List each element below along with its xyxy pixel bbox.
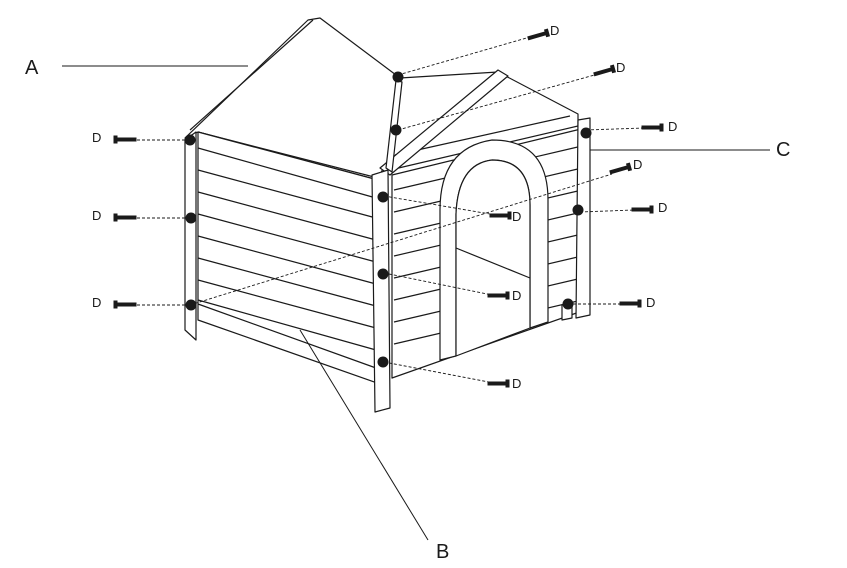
screw-hole [580,127,592,139]
screw-icon [113,300,137,309]
screw-label: D [646,295,656,310]
screw-label: D [92,208,102,223]
callout-a: A [25,57,39,79]
screw-hole [185,299,197,311]
screw-icon [489,211,512,220]
screw-hole [377,268,389,280]
screw-icon [113,135,137,144]
screw-icon [527,28,551,41]
screw-icon [609,162,633,175]
screw-icon [113,213,137,222]
screw-hole [377,356,389,368]
screw-label: D [512,209,522,224]
screw-label: D [512,376,522,391]
screw-hole [562,298,574,310]
corner-post-front [371,169,391,413]
callout-c: C [776,139,791,161]
screw-label: D [616,60,626,75]
screw-label: D [92,130,102,145]
door-opening [455,159,531,357]
screw-icon [487,291,510,300]
callout-b-leader [299,329,429,541]
screw-hole [572,204,584,216]
corner-post-left [184,131,197,341]
screw-hole [377,191,389,203]
screw-icon [593,64,617,77]
screw-icon [487,379,510,388]
screw-hole [185,212,197,224]
screw-label: D [550,23,560,38]
screw-icon [619,299,642,308]
screw-hole [390,124,402,136]
screw-icon [641,123,664,132]
screw-label: D [633,157,643,172]
screw-icon [631,205,654,214]
screw-label: D [658,200,668,215]
corner-post-right [575,117,591,319]
screw-label: D [92,295,102,310]
callout-b: B [436,541,450,563]
screw-hole [184,134,196,146]
screw-hole [392,71,404,83]
screw-label: D [668,119,678,134]
screw-label: D [512,288,522,303]
